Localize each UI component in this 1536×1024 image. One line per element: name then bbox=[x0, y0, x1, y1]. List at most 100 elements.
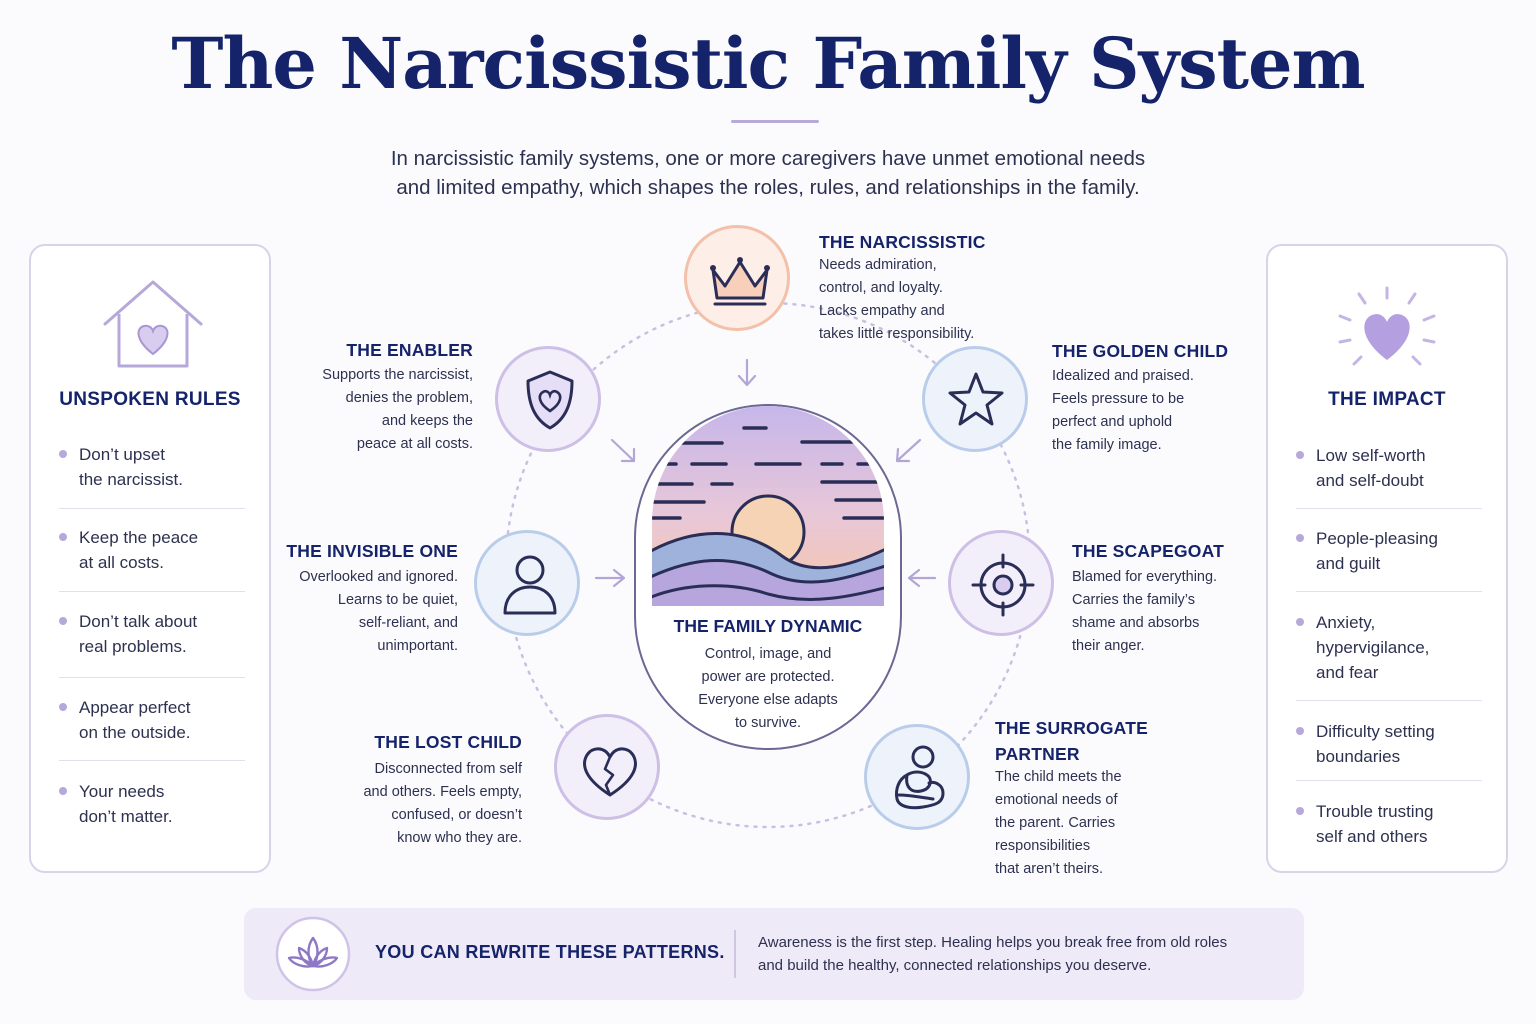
desc-line: Needs admiration, bbox=[819, 257, 937, 273]
desc-line: their anger. bbox=[1072, 638, 1145, 654]
narcissistic-description: Needs admiration, control, and loyalty. … bbox=[819, 254, 974, 346]
family-dynamic-title: THE FAMILY DYNAMIC bbox=[673, 616, 863, 636]
invisible-one-description: Overlooked and ignored. Learns to be qui… bbox=[258, 566, 458, 658]
desc-line: know who they are. bbox=[397, 830, 522, 846]
subtitle: In narcissistic family systems, one or m… bbox=[268, 144, 1268, 202]
bullet bbox=[59, 450, 67, 458]
desc-line: self-reliant, and bbox=[358, 615, 458, 631]
invisible-one-circle bbox=[474, 530, 580, 636]
unspoken-rules-heading: UNSPOKEN RULES bbox=[59, 389, 241, 410]
desc-line: and keeps the bbox=[381, 413, 473, 429]
page-title: The Narcissistic Family System bbox=[171, 22, 1365, 105]
impact-text: People-pleasing bbox=[1316, 529, 1438, 548]
radiant-heart-icon bbox=[1338, 286, 1436, 366]
desc-line: confused, or doesn’t bbox=[391, 807, 522, 823]
arrow-golden bbox=[895, 438, 922, 463]
desc-line: that aren’t theirs. bbox=[995, 861, 1103, 877]
lost-child-description: Disconnected from self and others. Feels… bbox=[300, 758, 522, 850]
surrogate-partner-description: The child meets the emotional needs of t… bbox=[995, 766, 1122, 881]
target-icon bbox=[971, 553, 1035, 617]
divider bbox=[59, 760, 245, 761]
rule-text: Appear perfect bbox=[79, 698, 191, 717]
house-heart-icon bbox=[103, 280, 203, 368]
impact-item: People-pleasing and guilt bbox=[1296, 526, 1502, 576]
bullet bbox=[59, 617, 67, 625]
impact-text: and fear bbox=[1316, 663, 1379, 682]
desc-line: Learns to be quiet, bbox=[337, 592, 458, 608]
scapegoat-description: Blamed for everything. Carries the famil… bbox=[1072, 566, 1217, 658]
hugging-child-icon bbox=[895, 745, 945, 810]
desc-line: emotional needs of bbox=[995, 792, 1118, 808]
title-divider bbox=[731, 120, 819, 123]
footer-separator bbox=[734, 930, 736, 978]
desc-line: power are protected. bbox=[701, 669, 835, 685]
bullet bbox=[1296, 451, 1304, 459]
person-outline-icon bbox=[503, 555, 557, 615]
rule-item: Appear perfect on the outside. bbox=[59, 695, 265, 745]
narcissistic-title: THE NARCISSISTIC bbox=[819, 232, 986, 252]
desc-line: perfect and uphold bbox=[1052, 414, 1173, 430]
bullet bbox=[1296, 618, 1304, 626]
impact-text: boundaries bbox=[1316, 747, 1401, 766]
impact-text: hypervigilance, bbox=[1316, 638, 1430, 657]
arrow-enabler bbox=[610, 438, 636, 463]
divider bbox=[1296, 591, 1482, 592]
desc-line: Carries the family’s bbox=[1072, 592, 1196, 608]
desc-line: the family image. bbox=[1052, 437, 1162, 453]
golden-child-title: THE GOLDEN CHILD bbox=[1052, 341, 1229, 361]
desc-line: Disconnected from self bbox=[374, 761, 522, 777]
desc-line: Feels pressure to be bbox=[1052, 391, 1185, 407]
impact-text: and guilt bbox=[1316, 554, 1381, 573]
rule-text: Keep the peace bbox=[79, 528, 199, 547]
title-line: PARTNER bbox=[995, 744, 1080, 764]
footer-description: Awareness is the first step. Healing hel… bbox=[758, 931, 1298, 977]
bullet bbox=[59, 787, 67, 795]
family-dynamic-description: Control, image, and power are protected.… bbox=[654, 643, 882, 735]
impact-item: Low self-worth and self-doubt bbox=[1296, 443, 1502, 493]
impact-text: Low self-worth bbox=[1316, 446, 1426, 465]
bullet bbox=[1296, 727, 1304, 735]
desc-line: Lacks empathy and bbox=[819, 303, 945, 319]
impact-item: Difficulty setting boundaries bbox=[1296, 719, 1502, 769]
arrow-top bbox=[737, 358, 757, 387]
divider bbox=[59, 677, 245, 678]
enabler-description: Supports the narcissist, denies the prob… bbox=[273, 364, 473, 456]
divider bbox=[1296, 508, 1482, 509]
rule-item: Don’t talk about real problems. bbox=[59, 609, 265, 659]
impact-text: Difficulty setting bbox=[1316, 722, 1435, 741]
rule-text: Your needs bbox=[79, 782, 165, 801]
divider bbox=[1296, 700, 1482, 701]
divider bbox=[59, 508, 245, 509]
arrow-invisible bbox=[594, 568, 626, 588]
sunset-hills-illustration bbox=[652, 406, 884, 606]
desc-line: to survive. bbox=[734, 715, 802, 731]
bullet bbox=[59, 533, 67, 541]
rule-text: Don’t talk about bbox=[79, 612, 198, 631]
rule-text: real problems. bbox=[79, 637, 187, 656]
bullet bbox=[59, 703, 67, 711]
enabler-circle bbox=[495, 346, 601, 452]
desc-line: responsibilities bbox=[995, 838, 1091, 854]
narcissistic-circle bbox=[684, 225, 790, 331]
desc-line: Control, image, and bbox=[704, 646, 832, 662]
divider bbox=[59, 591, 245, 592]
rule-text: on the outside. bbox=[79, 723, 191, 742]
divider bbox=[1296, 780, 1482, 781]
surrogate-partner-circle bbox=[864, 724, 970, 830]
bullet bbox=[1296, 534, 1304, 542]
enabler-title: THE ENABLER bbox=[346, 340, 473, 360]
impact-item: Anxiety, hypervigilance, and fear bbox=[1296, 610, 1502, 685]
lost-child-title: THE LOST CHILD bbox=[374, 732, 522, 752]
impact-text: and self-doubt bbox=[1316, 471, 1424, 490]
golden-child-circle bbox=[922, 346, 1028, 452]
impact-text: Anxiety, bbox=[1316, 613, 1376, 632]
rule-text: Don’t upset bbox=[79, 445, 165, 464]
impact-text: self and others bbox=[1316, 827, 1428, 846]
crown-icon bbox=[710, 257, 770, 306]
desc-line: Supports the narcissist, bbox=[322, 367, 473, 383]
desc-line: and build the healthy, connected relatio… bbox=[758, 957, 1152, 974]
desc-line: the parent. Carries bbox=[995, 815, 1116, 831]
